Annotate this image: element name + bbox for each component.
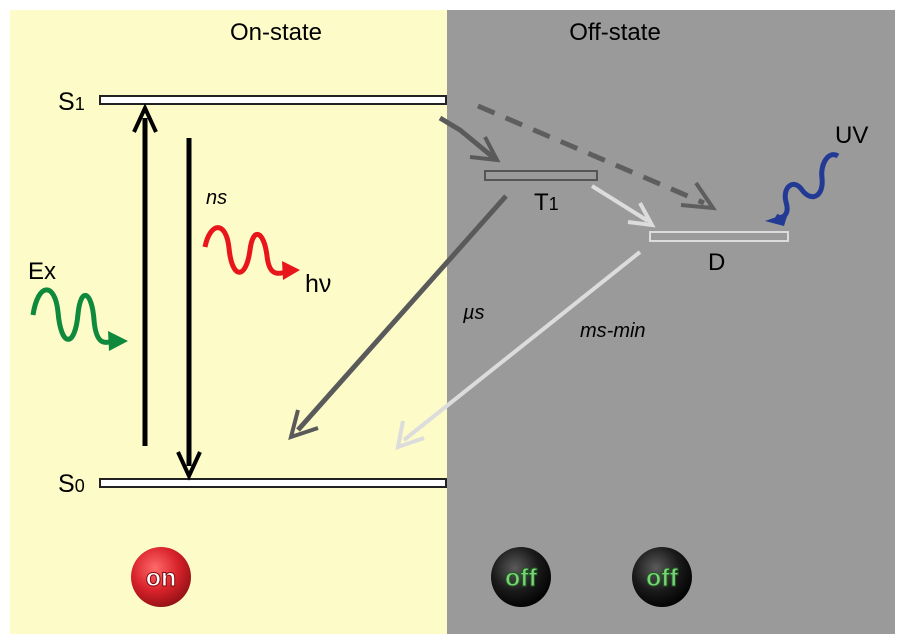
d-to-s0-arrowhead	[395, 420, 425, 451]
uv-label: UV	[835, 122, 868, 149]
emission-wave-arrowhead	[282, 261, 300, 280]
s1-label: S1	[58, 88, 85, 116]
emission-label: hν	[305, 270, 331, 298]
off-badge-1-ball	[491, 547, 551, 607]
t1-to-s0-arrowhead	[288, 409, 319, 441]
off-state-title: Off-state	[569, 19, 661, 46]
s1-to-d-dashed-arrow	[477, 103, 705, 206]
ns-label: ns	[206, 187, 227, 209]
s0-level-bar	[99, 478, 447, 488]
on-badge-text: on	[146, 564, 177, 592]
on-badge-ball	[131, 547, 191, 607]
emission-arrowhead	[176, 451, 202, 481]
t1-level-bar	[484, 170, 598, 181]
s1-level-bar	[99, 95, 447, 105]
excitation-label: Ex	[28, 258, 56, 285]
d-to-s0-arrow	[402, 250, 642, 442]
off-badge-2-ball	[632, 547, 692, 607]
uv-wave-arrowhead	[765, 213, 788, 226]
s0-label: S0	[58, 470, 85, 498]
t1-to-d-arrow	[590, 184, 650, 223]
on-badge: on	[131, 547, 191, 607]
d-level-bar	[649, 231, 789, 242]
isc-arrowhead	[469, 136, 501, 163]
uv-wave	[774, 152, 840, 220]
off-badge-1: off	[491, 547, 551, 607]
excitation-arrowhead	[132, 103, 158, 133]
off-state-panel	[447, 10, 895, 634]
isc-arrow	[438, 115, 496, 160]
excitation-wave-arrowhead	[108, 331, 128, 351]
t1-label: T1	[534, 189, 559, 216]
off-badge-2-text: off	[646, 564, 679, 592]
excitation-wave	[30, 287, 117, 345]
d-label: D	[708, 249, 725, 276]
s1-to-d-arrowhead	[680, 181, 718, 211]
ms-min-label: ms-min	[580, 320, 646, 342]
us-label: µs	[462, 302, 485, 324]
off-badge-2: off	[632, 547, 692, 607]
t1-to-d-arrowhead	[627, 202, 656, 228]
on-state-panel	[10, 10, 447, 634]
off-badge-1-text: off	[505, 564, 538, 592]
t1-to-s0-arrow	[296, 194, 508, 432]
on-state-title: On-state	[230, 19, 322, 46]
emission-wave	[202, 225, 289, 276]
